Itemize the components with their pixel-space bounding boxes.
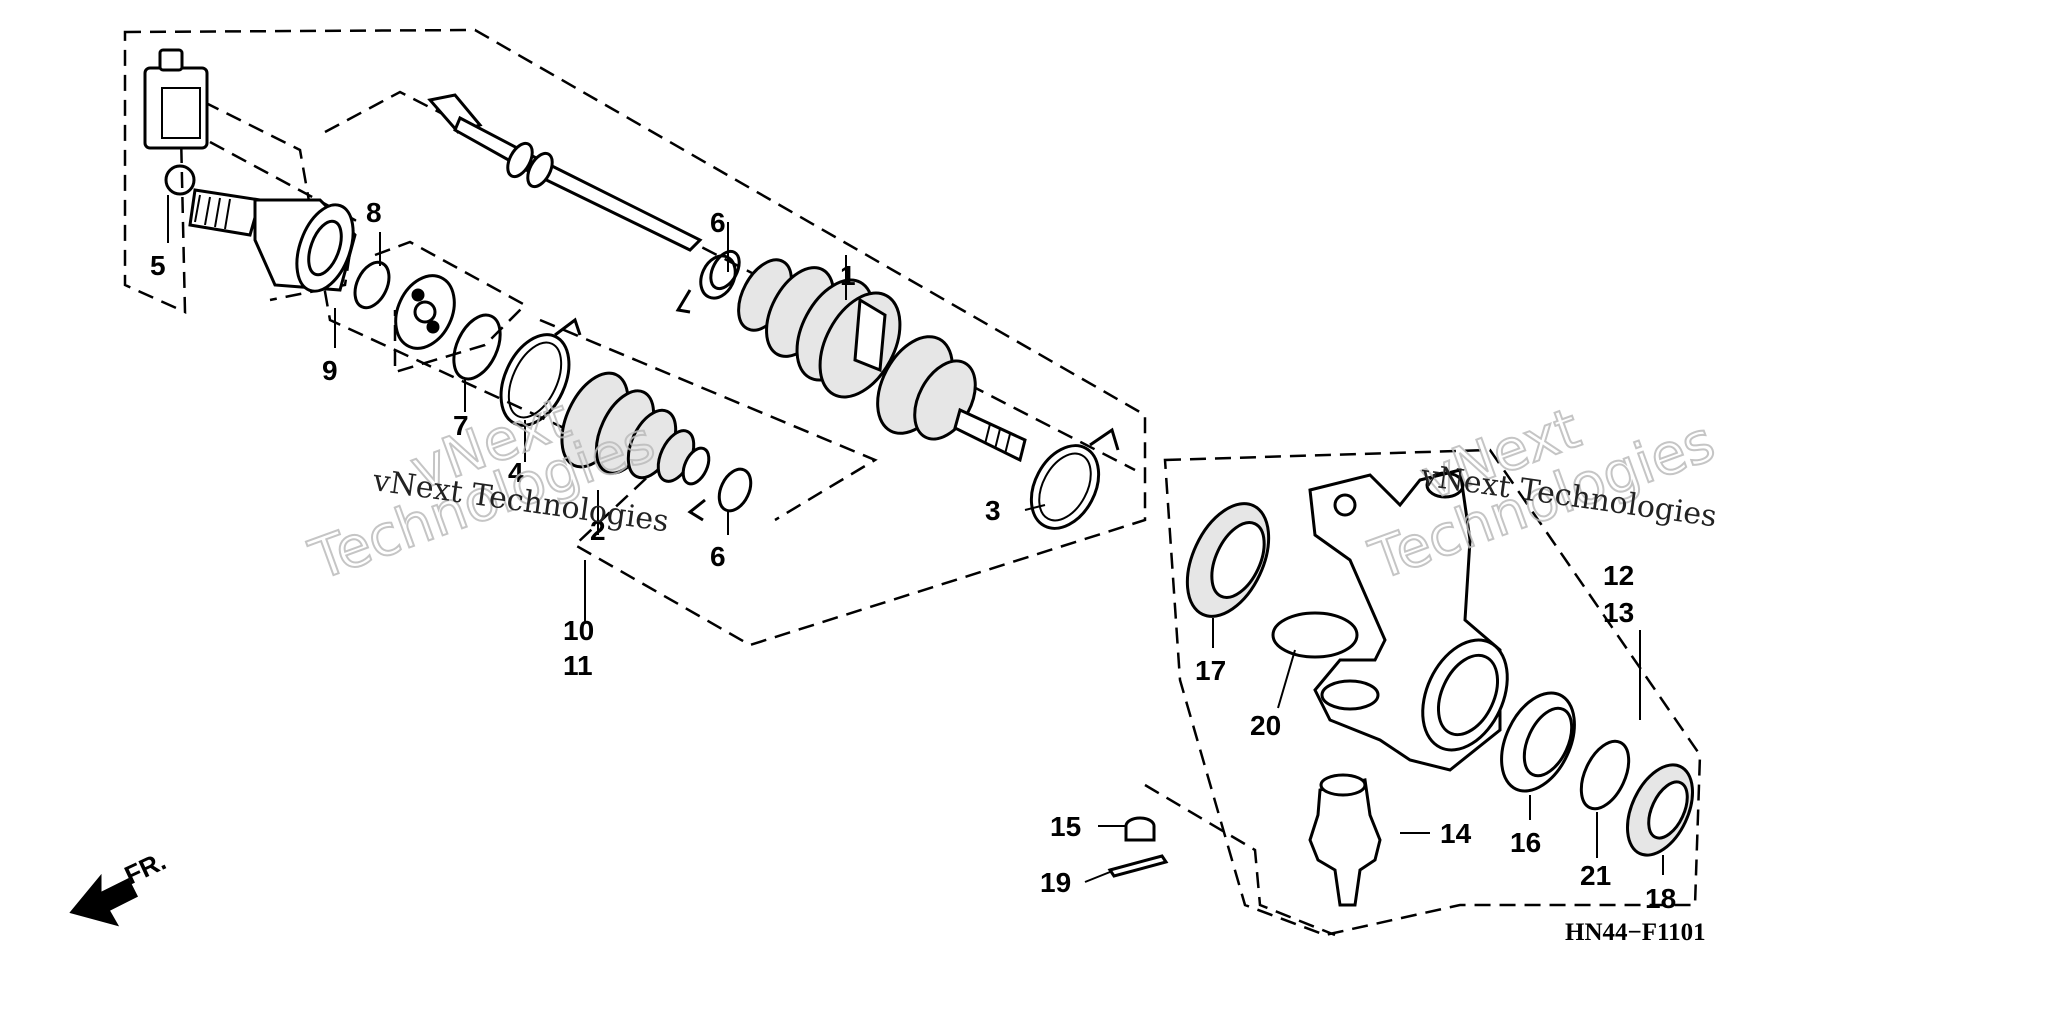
seal-18 — [1626, 763, 1694, 857]
label-2: 2 — [590, 515, 606, 546]
cv-joint-box — [374, 240, 528, 374]
label-21: 21 — [1580, 860, 1611, 891]
label-10: 10 — [563, 615, 594, 646]
circlip-20 — [1271, 611, 1359, 659]
label-9: 9 — [322, 355, 338, 386]
label-4: 4 — [508, 457, 524, 488]
bearing-16 — [1500, 691, 1576, 793]
label-15: 15 — [1050, 811, 1081, 842]
boot-box — [539, 318, 878, 522]
grease-bottle — [143, 48, 209, 150]
label-3: 3 — [985, 495, 1001, 526]
boot-band-3 — [1029, 427, 1120, 530]
label-6-lower: 6 — [710, 541, 726, 572]
label-13: 13 — [1603, 597, 1634, 628]
boot-band-4 — [499, 317, 582, 427]
ring-7 — [452, 313, 502, 381]
circlip-8 — [353, 260, 391, 310]
o-ring-5 — [164, 164, 196, 196]
label-8: 8 — [366, 197, 382, 228]
part-labels: 1 2 3 4 5 6 6 7 8 9 10 11 12 13 14 15 16… — [150, 197, 1676, 914]
label-1: 1 — [840, 260, 856, 291]
boot-2 — [560, 371, 711, 486]
seal-17 — [1185, 502, 1271, 618]
label-20: 20 — [1250, 710, 1281, 741]
label-16: 16 — [1510, 827, 1541, 858]
outer-joint-box — [209, 140, 357, 302]
leader-lines — [167, 195, 1664, 883]
ball-joint-box — [1144, 783, 1336, 937]
outer-cv-joint — [188, 188, 357, 293]
knuckle-group-box — [1163, 448, 1702, 937]
ball-joint-14 — [1308, 773, 1382, 907]
label-14: 14 — [1440, 818, 1472, 849]
label-5: 5 — [150, 250, 166, 281]
arrow-left-icon — [69, 873, 139, 927]
drawing-code: HN44−F1101 — [1565, 919, 1706, 946]
label-7: 7 — [453, 410, 469, 441]
watermarks: vNext Technologies vNext Technologies vN… — [301, 385, 1724, 594]
knuckle — [1308, 468, 1509, 772]
label-11: 11 — [563, 650, 593, 681]
front-direction-arrow: FR. — [69, 846, 171, 927]
circlip-21 — [1579, 739, 1631, 811]
driveshaft-1 — [427, 93, 1027, 463]
label-17: 17 — [1195, 655, 1226, 686]
label-6-upper: 6 — [710, 207, 726, 238]
castle-nut-15 — [1124, 816, 1156, 842]
cage-joint — [394, 274, 456, 350]
label-12: 12 — [1603, 560, 1634, 591]
driveshaft-group-box — [123, 28, 1147, 647]
label-19: 19 — [1040, 867, 1071, 898]
label-18: 18 — [1645, 883, 1676, 914]
band-6-lower — [687, 467, 753, 522]
cotter-pin-19 — [1107, 854, 1169, 878]
